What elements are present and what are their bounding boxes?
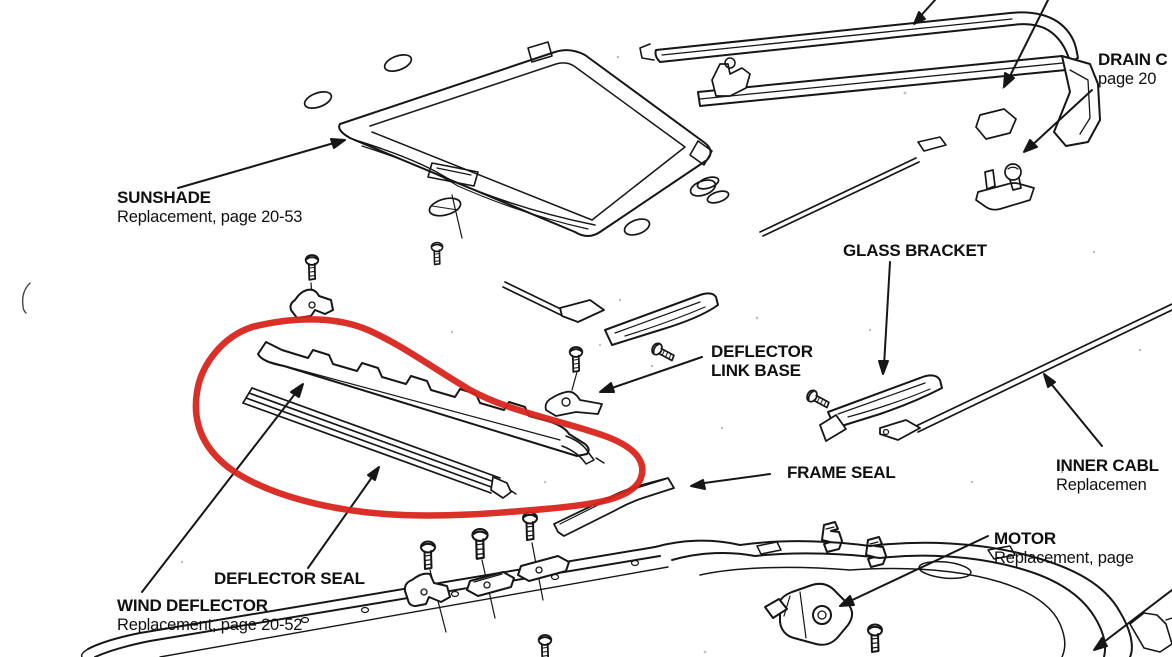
label-inner-cable: INNER CABL Replacemen xyxy=(1056,456,1159,494)
arrow-drain xyxy=(1023,89,1093,153)
arrow-motor xyxy=(839,535,989,607)
sunshade-part xyxy=(338,41,713,237)
stray-mark xyxy=(21,282,31,314)
deflector-seal-part xyxy=(242,387,517,499)
deflector-link-base-part xyxy=(544,390,603,417)
arrow-cut-bottom-right xyxy=(1093,589,1172,651)
arrow-deflector-link-base xyxy=(599,356,703,393)
label-sunshade: SUNSHADE Replacement, page 20-53 xyxy=(117,188,303,226)
label-deflector-link-base: DEFLECTOR LINK BASE xyxy=(711,342,813,380)
arrow-wind-deflector xyxy=(141,383,304,593)
arrow-inner-cable xyxy=(1043,373,1103,447)
arrow-cut-top-2 xyxy=(1003,0,1049,88)
guide-plates xyxy=(289,288,570,607)
arrow-cut-top-1 xyxy=(913,0,936,25)
red-annotation-loop xyxy=(192,316,646,519)
leader-arrows xyxy=(141,0,1172,651)
glass-bracket-part xyxy=(819,374,943,442)
arrow-frame-seal xyxy=(690,473,771,490)
wind-deflector-part xyxy=(257,341,605,465)
label-motor: MOTOR Replacement, page xyxy=(994,529,1134,567)
motor-part xyxy=(764,582,854,646)
inner-cable-line xyxy=(502,157,1172,433)
label-wind-deflector: WIND DEFLECTOR Replacement, page 20-52 xyxy=(117,596,303,634)
frame-assembly-part xyxy=(80,539,1172,657)
print-noise xyxy=(180,55,1142,654)
arrow-deflector-seal xyxy=(307,466,380,569)
frame-clip xyxy=(865,536,887,568)
arrow-sunshade xyxy=(177,138,346,189)
drain-valve-part xyxy=(975,163,1035,211)
fastener-screws xyxy=(304,194,883,657)
sunshade-clips xyxy=(303,54,730,236)
arrow-glass-bracket xyxy=(878,261,891,375)
link-assembly-left xyxy=(559,292,719,346)
label-drain: DRAIN C page 20 xyxy=(1098,50,1168,88)
label-deflector-seal: DEFLECTOR SEAL xyxy=(214,569,365,588)
frame-clip xyxy=(821,521,843,553)
label-glass-bracket: GLASS BRACKET xyxy=(843,241,987,260)
label-frame-seal: FRAME SEAL xyxy=(787,463,896,482)
front-rail-part xyxy=(639,11,1079,63)
rear-rail-part xyxy=(697,55,1101,152)
